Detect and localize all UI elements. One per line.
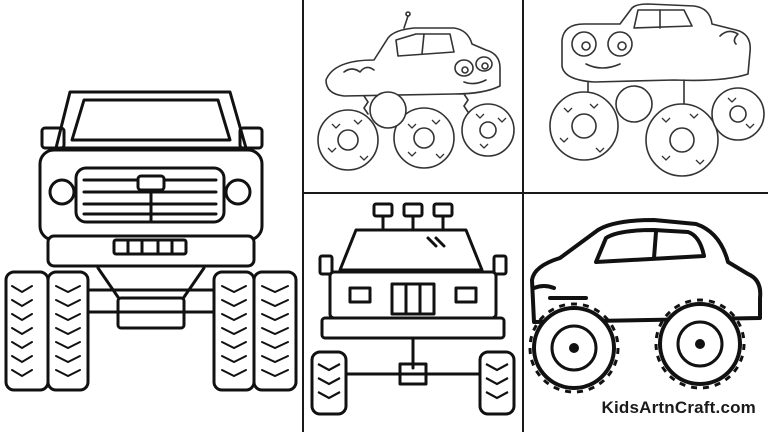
divider-horizontal — [304, 192, 768, 194]
panel-rooflight-truck[interactable] — [304, 194, 522, 432]
site-watermark: KidsArtnCraft.com — [601, 398, 756, 417]
panel-cartoon-truck[interactable] — [304, 0, 522, 192]
monster-truck-front-view-icon — [4, 90, 298, 392]
monster-truck-cartoon-side-icon — [317, 11, 515, 171]
monster-truck-rooflights-icon — [310, 202, 516, 416]
divider-vertical-left — [302, 0, 304, 432]
divider-vertical-right — [522, 0, 524, 432]
panel-simple-truck[interactable] — [524, 194, 768, 432]
monster-truck-cartoon-face-icon — [549, 3, 765, 177]
monster-truck-simple-side-icon — [528, 218, 763, 394]
panel-front-truck[interactable] — [0, 0, 302, 432]
panel-face-truck[interactable] — [524, 0, 768, 192]
